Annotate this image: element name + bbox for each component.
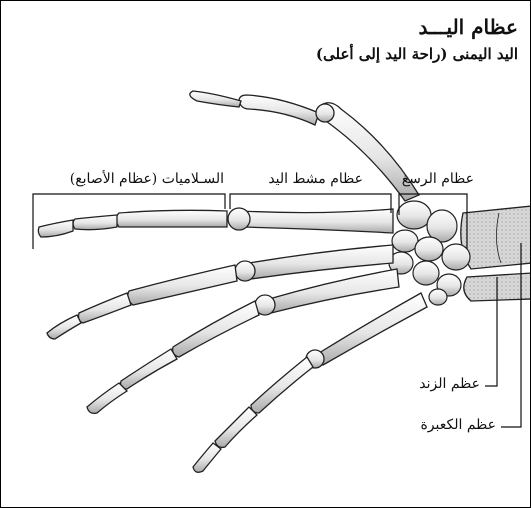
carpals-label: عظام الرسغ (402, 171, 474, 187)
figure-title: عظام اليـــد (418, 15, 518, 39)
carpal-bones (389, 201, 470, 305)
metacarpals-label: عظام مشط اليد (268, 171, 363, 187)
ulna-label: عظم الزند (419, 376, 480, 392)
radius-label: عظم الكعبرة (420, 417, 496, 433)
figure-subtitle: اليد اليمنى (راحة اليد إلى أعلى) (316, 45, 518, 63)
phalanges-label: السـلاميات (عظام الأصابع) (70, 171, 224, 187)
index-finger-bones (38, 208, 393, 237)
metacarpals-bracket (230, 194, 391, 213)
radius-leader (501, 243, 521, 427)
leader-lines (485, 243, 521, 427)
